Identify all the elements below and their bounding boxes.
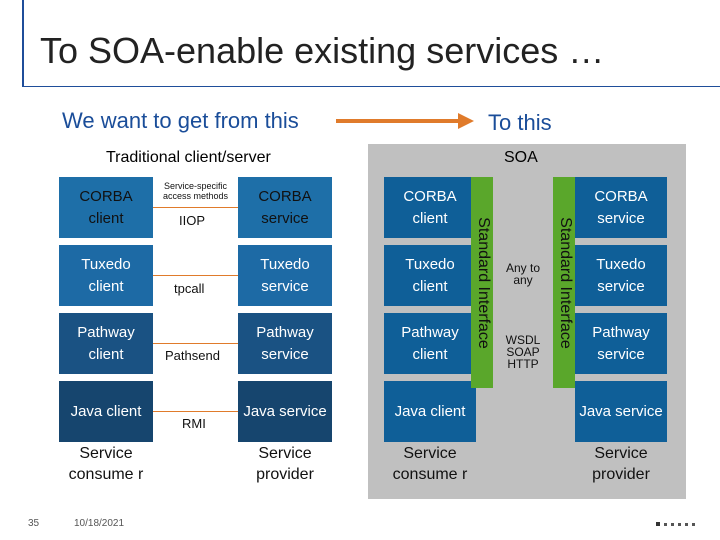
subtitle-to: To this bbox=[488, 110, 552, 135]
left-service-provider: Service provider bbox=[256, 445, 314, 483]
soa-service-consumer: Service consume r bbox=[392, 445, 468, 483]
footer-date: 10/18/2021 bbox=[74, 518, 125, 529]
access-methods-note: Service-specific access methods bbox=[162, 181, 229, 201]
pathsend-connector bbox=[153, 343, 238, 344]
soa-tuxedo-service: Tuxedo service bbox=[575, 245, 667, 306]
pathsend-label: Pathsend bbox=[165, 348, 220, 363]
soa-java-service: Java service bbox=[575, 381, 667, 442]
traditional-heading: Traditional client/server bbox=[106, 149, 271, 166]
title-accent-bar bbox=[22, 0, 24, 86]
transition-arrow-icon bbox=[336, 113, 474, 129]
soa-pathway-client: Pathway client bbox=[384, 313, 476, 374]
left-service-consumer: Service consume r bbox=[68, 445, 144, 483]
page-title: To SOA-enable existing services … bbox=[40, 30, 605, 71]
rmi-label: RMI bbox=[182, 416, 206, 431]
soa-service-provider: Service provider bbox=[592, 445, 650, 483]
service-bus-label: Standard Interface bbox=[557, 217, 574, 349]
left-pathway-service: Pathway service bbox=[238, 313, 332, 374]
left-tuxedo-service: Tuxedo service bbox=[238, 245, 332, 306]
company-logo-icon bbox=[656, 522, 695, 526]
soa-heading: SOA bbox=[504, 149, 538, 166]
left-corba-service: CORBA service bbox=[238, 177, 332, 238]
client-standard-interface-bar bbox=[471, 177, 493, 388]
left-tuxedo-client: Tuxedo client bbox=[59, 245, 153, 306]
left-java-client: Java client bbox=[59, 381, 153, 442]
soa-pathway-service: Pathway service bbox=[575, 313, 667, 374]
soa-corba-client: CORBA client bbox=[384, 177, 476, 238]
any-to-any-label: Any to any bbox=[505, 261, 541, 287]
iiop-connector bbox=[153, 207, 238, 208]
client-bus-label: Standard Interface bbox=[475, 217, 492, 349]
wsdl-soap-http-label: WSDL SOAP HTTP bbox=[505, 333, 541, 371]
title-underline bbox=[22, 86, 720, 87]
left-pathway-client: Pathway client bbox=[59, 313, 153, 374]
left-corba-client: CORBA client bbox=[59, 177, 153, 238]
tpcall-connector bbox=[153, 275, 238, 276]
soa-corba-service: CORBA service bbox=[575, 177, 667, 238]
service-standard-interface-bar bbox=[553, 177, 575, 388]
tpcall-label: tpcall bbox=[174, 281, 205, 296]
soa-java-client: Java client bbox=[384, 381, 476, 442]
iiop-label: IIOP bbox=[179, 213, 206, 228]
subtitle-from: We want to get from this bbox=[62, 108, 299, 133]
soa-tuxedo-client: Tuxedo client bbox=[384, 245, 476, 306]
page-number: 35 bbox=[28, 518, 40, 529]
rmi-connector bbox=[153, 411, 238, 412]
left-java-service: Java service bbox=[238, 381, 332, 442]
